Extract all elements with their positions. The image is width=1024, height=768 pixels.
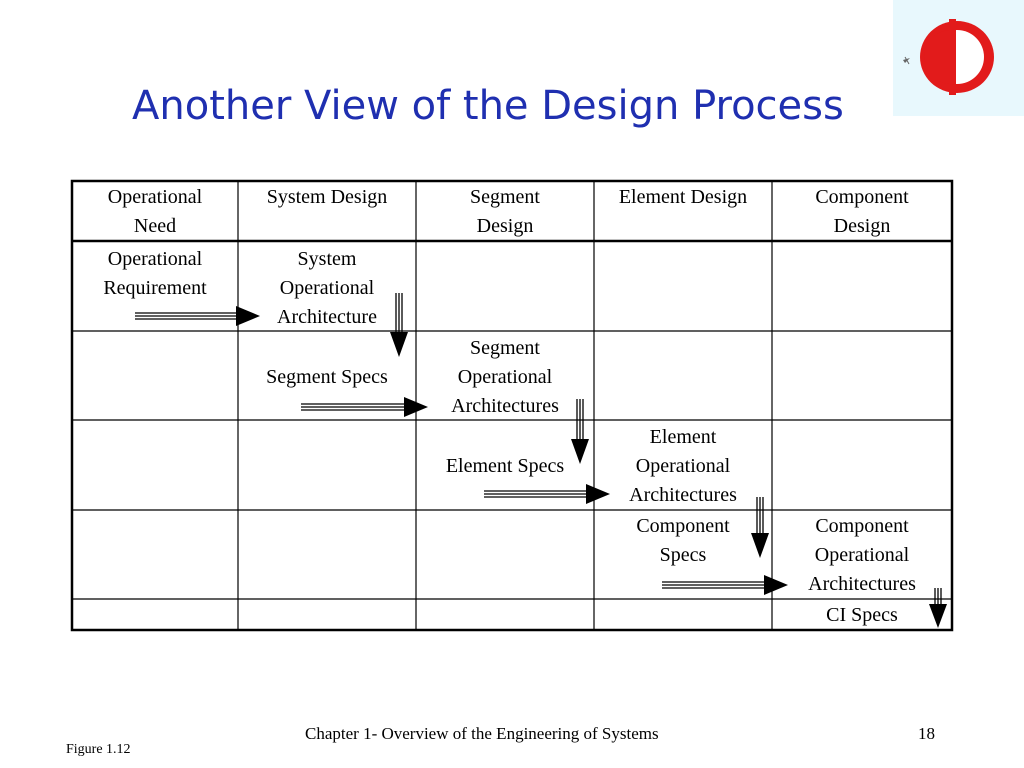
cell-ci-specs: CI Specs xyxy=(826,604,898,626)
arrow-right-4 xyxy=(662,575,788,595)
header-operational-need: Operational Need xyxy=(107,186,203,237)
footer-figure-label: Figure 1.12 xyxy=(66,742,131,757)
table-border xyxy=(70,179,954,632)
header-segment-design: Segment Design xyxy=(470,186,540,237)
arrow-right-2 xyxy=(301,397,428,417)
header-system-design: System Design xyxy=(266,186,388,208)
slide-title: Another View of the Design Process xyxy=(132,83,844,129)
logo-panel xyxy=(893,0,1024,116)
cell-element-operational-architectures: Element Operational Architectures xyxy=(629,426,737,506)
cell-component-specs: Component Specs xyxy=(636,515,730,566)
cell-segment-specs: Segment Specs xyxy=(266,366,388,388)
arrow-down-3 xyxy=(751,497,769,558)
header-element-design: Element Design xyxy=(618,186,748,208)
arrow-right-1 xyxy=(135,306,260,326)
university-logo-icon xyxy=(903,19,994,95)
cell-component-operational-architectures: Component Operational Architectures xyxy=(808,515,916,595)
arrow-down-4 xyxy=(929,588,947,628)
arrow-down-1 xyxy=(390,293,408,357)
header-component-design: Component Design xyxy=(815,186,909,237)
footer-page-number: 18 xyxy=(918,724,935,743)
cell-element-specs: Element Specs xyxy=(445,455,565,477)
cell-operational-requirement: Operational Requirement xyxy=(103,248,207,299)
cell-segment-operational-architectures: Segment Operational Architectures xyxy=(451,337,559,417)
arrow-down-2 xyxy=(571,399,589,464)
arrow-right-3 xyxy=(484,484,610,504)
footer-chapter: Chapter 1- Overview of the Engineering o… xyxy=(305,724,659,743)
cell-system-operational-architecture: System Operational Architecture xyxy=(277,248,377,328)
